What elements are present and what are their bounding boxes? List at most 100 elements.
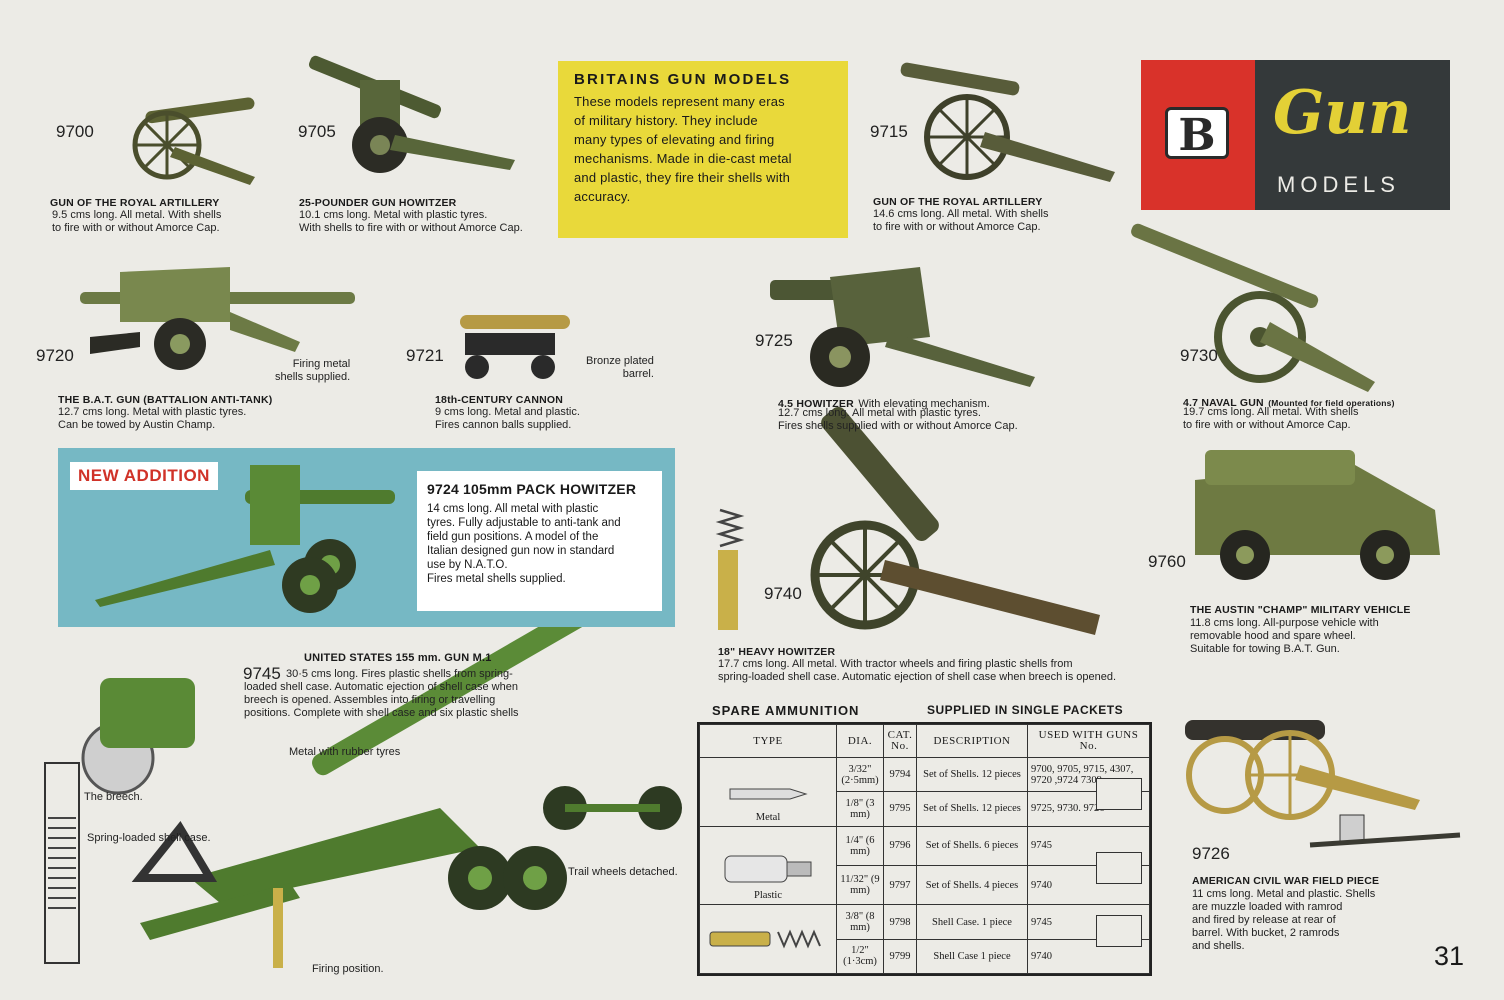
m1-title: UNITED STATES 155 mm. GUN M.1 <box>304 652 492 664</box>
product-desc: 12.7 cms long. All metal with plastic ty… <box>778 407 1018 432</box>
product-title: THE AUSTIN "CHAMP" MILITARY VEHICLE <box>1190 604 1411 616</box>
col-type: TYPE <box>699 724 837 758</box>
plastic-shell-icon <box>724 855 812 883</box>
table-header-row: TYPE DIA. CAT. No. DESCRIPTION USED WITH… <box>699 724 1150 758</box>
ammo-cat: 9795 <box>883 791 917 827</box>
ammo-dia: 1/4" (6 mm) <box>836 825 884 866</box>
product-desc: 11.8 cms long. All-purpose vehicle with … <box>1190 617 1379 655</box>
product-desc: 14.6 cms long. All metal. With shells to… <box>873 208 1049 233</box>
product-note: Firing metal shells supplied. <box>275 358 351 383</box>
gun-9745-image <box>44 597 682 968</box>
new-addition-title: 9724 105mm PACK HOWITZER <box>427 481 637 497</box>
cat-number: 9700 <box>56 122 94 141</box>
product-desc: 9.5 cms long. All metal. With shells to … <box>52 209 222 234</box>
new-addition-tag: NEW ADDITION <box>70 462 218 490</box>
new-addition-body: 14 cms long. All metal with plastic tyre… <box>427 503 621 585</box>
gun-9726-image <box>1185 720 1461 848</box>
product-title: THE B.A.T. GUN (BATTALION ANTI-TANK) <box>58 394 273 406</box>
ammo-heading-row: SPARE AMMUNITION SUPPLIED IN SINGLE PACK… <box>712 703 1152 718</box>
gun-9740-image <box>715 406 1100 635</box>
cat-number: 9730 <box>1180 346 1218 365</box>
ammo-desc: Set of Shells. 6 pieces <box>916 825 1028 866</box>
page-number: 31 <box>1434 941 1465 971</box>
caption-trail: Trail wheels detached. <box>568 866 678 878</box>
caption-breech: The breech. <box>84 791 143 803</box>
header-box: BRITAINS GUN MODELS These models represe… <box>558 61 848 238</box>
caption-spring: Spring-loaded shell case. <box>87 832 211 844</box>
cat-number: 9740 <box>764 584 802 603</box>
cat-number: 9705 <box>298 122 336 141</box>
product-desc: 9 cms long. Metal and plastic. Fires can… <box>435 406 580 431</box>
ammo-table: TYPE DIA. CAT. No. DESCRIPTION USED WITH… <box>697 722 1152 976</box>
logo-b-mark: B <box>1165 107 1229 161</box>
product-title-line: 4.7 NAVAL GUN (Mounted for field operati… <box>1183 393 1395 411</box>
gun-9730-image <box>1131 223 1375 392</box>
cat-number: 9760 <box>1148 552 1186 571</box>
table-row: 1/2" (1·3cm) 9799 Shell Case 1 piece 974… <box>700 938 1150 975</box>
product-title-line: 4.5 HOWITZER With elevating mechanism. <box>778 394 990 412</box>
product-title: 18th-CENTURY CANNON <box>435 394 564 406</box>
product-desc: 10.1 cms long. Metal with plastic tyres.… <box>299 209 523 234</box>
metal-shell-icon <box>729 788 808 799</box>
shell-case-icon <box>709 929 821 949</box>
order-box <box>1096 852 1142 884</box>
logo-word: Gun <box>1273 78 1412 148</box>
ammo-desc: Shell Case. 1 piece <box>916 904 1028 940</box>
ammo-desc: Set of Shells. 12 pieces <box>916 791 1028 827</box>
ammo-used: 9700, 9705, 9715, 4307, 9720 ,9724 7309 <box>1027 756 1150 793</box>
product-title: 4.5 HOWITZER <box>778 398 854 410</box>
ammo-cat: 9796 <box>883 825 917 866</box>
caption-tyres: Metal with rubber tyres <box>289 746 401 758</box>
gun-9705-image <box>308 55 515 173</box>
product-title: 18" HEAVY HOWITZER <box>718 646 836 658</box>
cat-number: 9720 <box>36 346 74 365</box>
cat-number: 9726 <box>1192 844 1230 863</box>
ammo-dia: 3/8" (8 mm) <box>836 904 884 940</box>
ammo-cat: 9799 <box>883 938 917 975</box>
m1-desc: 30·5 cms long. Fires plastic shells from… <box>244 668 519 719</box>
gun-9715-image <box>900 62 1115 182</box>
ammo-cat: 9798 <box>883 904 917 940</box>
ammo-heading-right: SUPPLIED IN SINGLE PACKETS <box>927 703 1124 717</box>
cat-number: 9715 <box>870 122 908 141</box>
product-title: GUN OF THE ROYAL ARTILLERY <box>50 197 220 209</box>
ammo-desc: Set of Shells. 4 pieces <box>916 864 1028 906</box>
logo-dark-panel: Gun MODELS <box>1255 60 1450 210</box>
product-title: AMERICAN CIVIL WAR FIELD PIECE <box>1192 875 1380 887</box>
product-title: 25-POUNDER GUN HOWITZER <box>299 197 457 209</box>
table-row: 1/8" (3 mm) 9795 Set of Shells. 12 piece… <box>700 791 1150 827</box>
order-box <box>1096 778 1142 810</box>
order-box <box>1096 915 1142 947</box>
gun-9725-image <box>770 267 1035 387</box>
logo-sub: MODELS <box>1277 172 1400 197</box>
col-cat: CAT. No. <box>883 724 917 758</box>
product-title-suffix: With elevating mechanism. <box>858 398 990 410</box>
gun-9700-image <box>132 97 255 185</box>
col-dia: DIA. <box>836 724 884 758</box>
ammo-type-metal: Metal <box>699 757 837 827</box>
gun-9721-image <box>460 315 570 379</box>
product-title-suffix: (Mounted for field operations) <box>1268 398 1395 408</box>
product-note: Bronze plated barrel. <box>586 355 654 380</box>
product-desc: 11 cms long. Metal and plastic. Shells a… <box>1192 888 1376 952</box>
product-desc: 12.7 cms long. Metal with plastic tyres.… <box>58 406 247 431</box>
ammo-dia: 3/32" (2·5mm) <box>836 756 884 793</box>
product-title: GUN OF THE ROYAL ARTILLERY <box>873 196 1043 208</box>
table-row: Metal 3/32" (2·5mm) 9794 Set of Shells. … <box>699 756 1150 827</box>
cat-number: 9725 <box>755 331 793 350</box>
new-addition-text: 9724 105mm PACK HOWITZER 14 cms long. Al… <box>417 471 662 611</box>
britains-logo: B Gun MODELS <box>1141 60 1450 210</box>
ammo-type-case <box>699 904 837 974</box>
product-title: 4.7 NAVAL GUN <box>1183 397 1264 409</box>
col-desc: DESCRIPTION <box>916 724 1028 758</box>
logo-red-panel: B <box>1141 60 1255 210</box>
table-row: 3/8" (8 mm) 9798 Shell Case. 1 piece 974… <box>699 904 1150 974</box>
gun-9724-overlay <box>95 465 395 613</box>
product-desc: 19.7 cms long. All metal. With shells to… <box>1183 406 1359 431</box>
cat-number: 9745 <box>243 664 281 683</box>
header-text: These models represent many eras of mili… <box>574 94 792 204</box>
ammo-dia: 1/2" (1·3cm) <box>836 938 884 975</box>
table-row: Plastic 1/4" (6 mm) 9796 Set of Shells. … <box>699 825 1150 906</box>
product-desc: 17.7 cms long. All metal. With tractor w… <box>718 658 1117 683</box>
col-used: USED WITH GUNS No. <box>1027 724 1150 758</box>
